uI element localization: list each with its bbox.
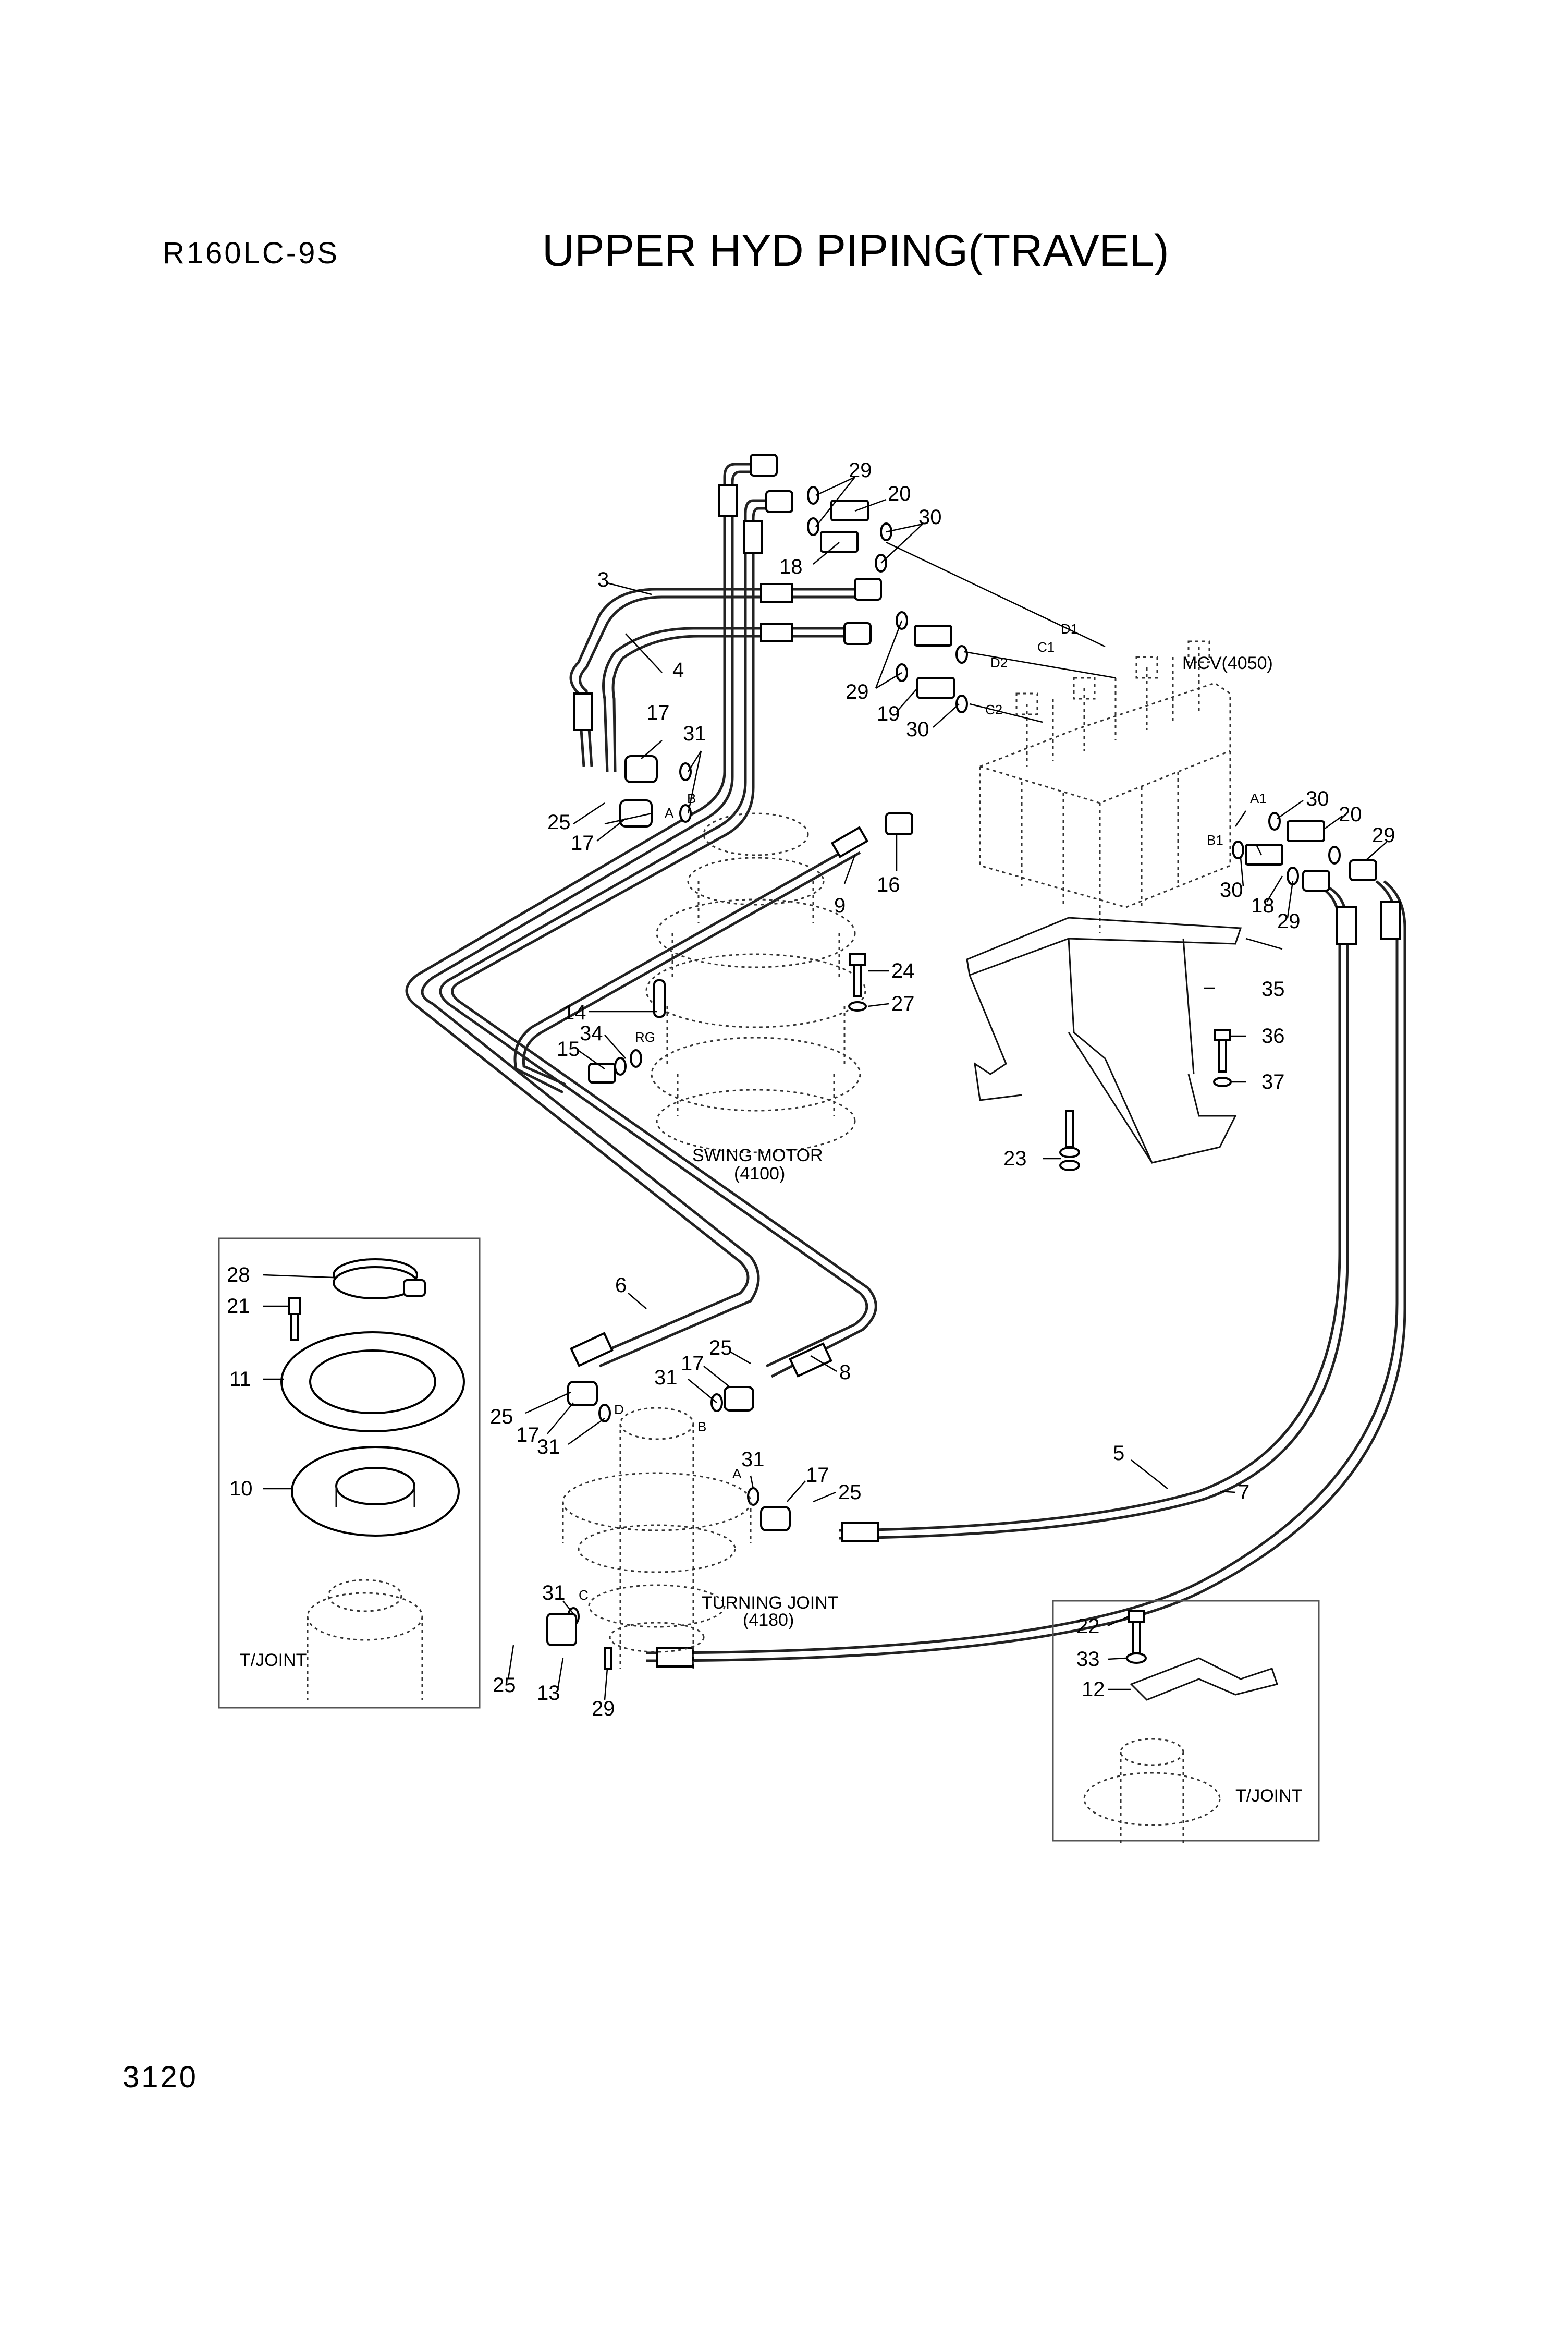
- hose-sleeves: [570, 484, 1401, 1668]
- callout: 29: [849, 459, 872, 482]
- callout: 28: [227, 1263, 250, 1286]
- right-inset-detail: [1052, 1600, 1320, 1846]
- callout: 6: [615, 1274, 627, 1297]
- part-callouts: 29 20 30 18 3 4 29 19 30 17 31 25 17 9 1…: [227, 459, 1395, 1720]
- callout: 17: [571, 832, 594, 855]
- callout: 27: [891, 992, 915, 1015]
- turning-joint: [562, 1407, 752, 1669]
- callout: 31: [741, 1448, 765, 1471]
- callout: 35: [1261, 978, 1285, 1001]
- swing-motor-code: (4100): [734, 1164, 785, 1184]
- callout: 21: [227, 1295, 250, 1318]
- callout: 25: [547, 811, 571, 834]
- mcv-label: MCV(4050): [1182, 653, 1273, 673]
- tjoint-left-label: T/JOINT: [240, 1650, 307, 1670]
- leader-lines: [263, 476, 1387, 1700]
- port-label: A1: [1250, 790, 1267, 806]
- callout: 8: [839, 1361, 851, 1384]
- callout: 5: [1113, 1442, 1124, 1465]
- swing-motor: [645, 812, 866, 1153]
- callout: 23: [1003, 1147, 1027, 1170]
- callout: 18: [1251, 894, 1275, 917]
- callout: 24: [891, 959, 915, 982]
- callout: 30: [1220, 879, 1243, 902]
- callout: 10: [229, 1477, 253, 1500]
- port-label: D2: [990, 655, 1008, 671]
- callout: 30: [906, 718, 929, 741]
- callout: 31: [683, 722, 706, 745]
- port-label: C2: [985, 702, 1002, 717]
- callout: 17: [646, 701, 670, 724]
- port-label: D1: [1061, 621, 1078, 637]
- callout: 18: [779, 555, 803, 578]
- callout: 29: [592, 1697, 615, 1720]
- callout: 20: [888, 482, 911, 505]
- callout: 37: [1261, 1070, 1285, 1093]
- turning-joint-code: (4180): [743, 1610, 794, 1630]
- turning-joint-label: TURNING JOINT: [702, 1593, 839, 1613]
- callout: 13: [537, 1682, 560, 1705]
- port-label: B1: [1207, 832, 1223, 848]
- callout: 20: [1339, 803, 1362, 826]
- callout: 31: [537, 1435, 560, 1458]
- callout: 16: [877, 873, 900, 896]
- callout: 25: [493, 1674, 516, 1697]
- callout: 31: [542, 1581, 566, 1604]
- page-title: UPPER HYD PIPING(TRAVEL): [542, 226, 1169, 276]
- mcv-valve: [979, 640, 1231, 933]
- callout: 3: [597, 568, 609, 591]
- port-labels: D1 C1 D2 C2 A1 B1 A B RG D B A C: [579, 621, 1267, 1603]
- callout: 25: [838, 1481, 862, 1504]
- callout: 4: [672, 659, 684, 682]
- fittings: [546, 454, 1377, 1670]
- callout: 12: [1082, 1678, 1105, 1701]
- mcv-bracket: [966, 917, 1242, 1164]
- tjoint-right-label: T/JOINT: [1235, 1786, 1302, 1806]
- callout: 7: [1238, 1481, 1250, 1504]
- hose-bundle: [405, 463, 1406, 1662]
- callout: 15: [557, 1038, 580, 1061]
- callout: 34: [580, 1022, 603, 1045]
- port-label: C1: [1037, 639, 1055, 655]
- callout: 17: [516, 1424, 540, 1446]
- port-label: RG: [635, 1029, 655, 1045]
- callout: 19: [877, 702, 900, 725]
- callout: 30: [1306, 787, 1329, 810]
- page-number: 3120: [123, 2060, 199, 2094]
- callout: 33: [1076, 1648, 1100, 1671]
- callout: 29: [846, 680, 869, 703]
- port-label: A: [732, 1466, 742, 1481]
- bolts: [653, 953, 1232, 1171]
- callout: 22: [1076, 1615, 1100, 1638]
- callout: 29: [1372, 824, 1395, 847]
- port-label: D: [614, 1402, 624, 1417]
- port-label: B: [687, 790, 696, 806]
- callout: 36: [1261, 1025, 1285, 1048]
- callout: 14: [563, 1001, 586, 1024]
- callout: 17: [681, 1352, 704, 1375]
- callout: 9: [834, 894, 846, 917]
- left-inset-detail: [218, 1237, 481, 1709]
- callout: 17: [806, 1464, 829, 1487]
- model-number: R160LC-9S: [163, 236, 340, 270]
- callout: 31: [654, 1366, 678, 1389]
- port-label: C: [579, 1587, 589, 1603]
- port-label: B: [697, 1419, 706, 1434]
- port-label: A: [665, 805, 674, 821]
- swing-motor-label: SWING MOTOR: [692, 1146, 823, 1165]
- callout: 30: [918, 506, 942, 529]
- callout: 29: [1277, 910, 1301, 933]
- callout: 25: [490, 1405, 513, 1428]
- component-labels: MCV(4050) SWING MOTOR (4100) TURNING JOI…: [240, 653, 1302, 1806]
- callout: 11: [229, 1368, 251, 1391]
- callout: 25: [709, 1336, 732, 1359]
